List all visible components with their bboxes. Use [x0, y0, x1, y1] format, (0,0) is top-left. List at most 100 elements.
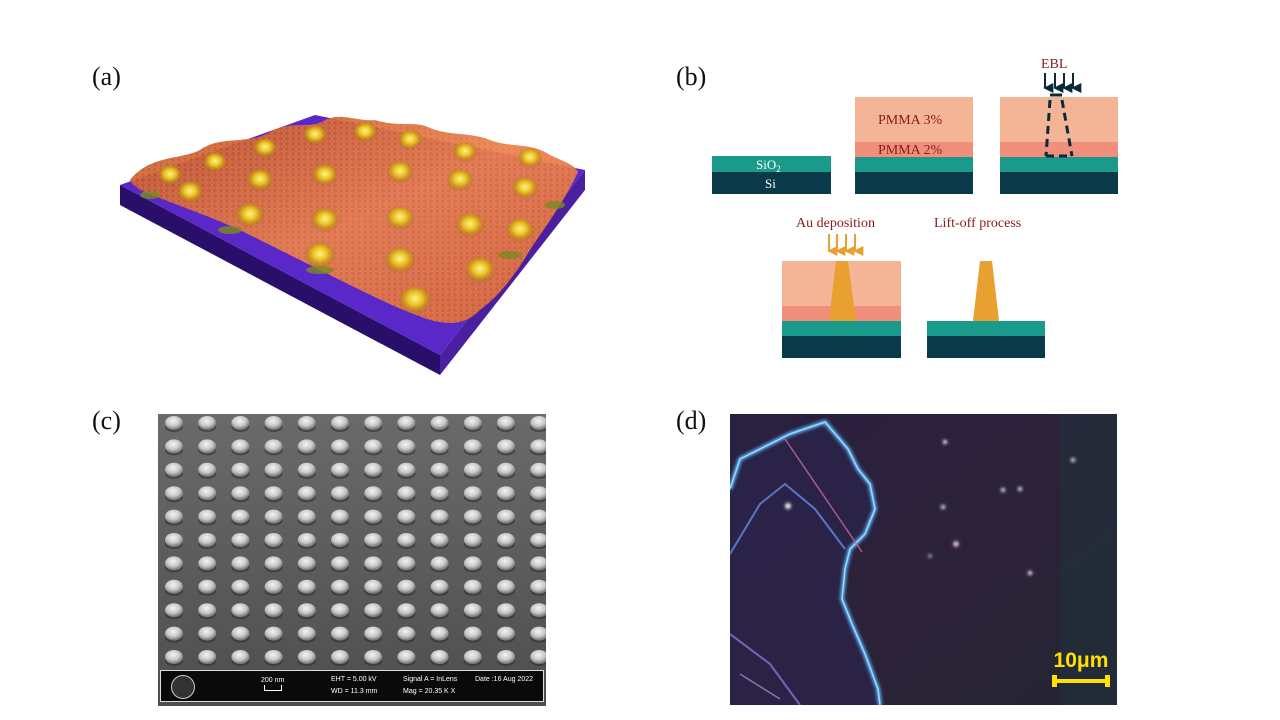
sem-pillar: [331, 486, 349, 501]
sem-pillar-array: [158, 414, 546, 706]
sem-pillar: [198, 556, 217, 571]
sem-pillar: [331, 556, 349, 571]
sem-pillar: [497, 533, 515, 547]
sem-pillar: [264, 486, 283, 501]
sem-pillar: [331, 439, 349, 454]
sem-pillar: [198, 626, 217, 641]
au-deposition-label: Au deposition: [796, 216, 875, 231]
sem-pillar: [397, 650, 416, 664]
sem-pillar: [297, 533, 316, 547]
panel-label-d: (d): [676, 406, 707, 435]
sem-pillar: [530, 509, 546, 524]
sem-signal: Signal A = InLens: [403, 676, 458, 683]
sem-pillar: [364, 579, 383, 594]
sem-pillar: [364, 509, 383, 524]
sem-pillar: [231, 533, 250, 547]
sem-pillar: [364, 416, 383, 430]
sem-pillar: [397, 439, 416, 454]
sem-scale-text: 200 nm: [261, 677, 285, 684]
sem-pillar: [264, 439, 283, 454]
sem-pillar: [165, 439, 183, 454]
sem-pillar: [430, 486, 449, 501]
sem-pillar: [497, 603, 515, 618]
optical-flake: [730, 414, 1117, 705]
sem-pillar: [165, 509, 183, 524]
sem-pillar: [530, 650, 546, 664]
sem-pillar: [264, 556, 283, 571]
sem-pillar: [231, 509, 250, 524]
sem-pillar: [297, 579, 316, 594]
sem-pillar: [397, 486, 416, 501]
sem-pillar: [264, 533, 283, 547]
sem-pillar: [397, 462, 416, 477]
sem-pillar: [463, 579, 482, 594]
sem-pillar: [231, 556, 250, 571]
sem-pillar: [430, 579, 449, 594]
sem-pillar: [497, 626, 515, 641]
sem-pillar: [264, 603, 283, 618]
sem-wd: WD = 11.3 mm: [331, 688, 378, 695]
sem-pillar: [198, 416, 217, 430]
sem-pillar: [463, 650, 482, 664]
sem-pillar: [430, 439, 449, 454]
sem-pillar: [231, 579, 250, 594]
sem-pillar: [463, 486, 482, 501]
sem-pillar: [430, 462, 449, 477]
institution-logo: [171, 675, 195, 699]
sio2-label: SiO2: [756, 157, 781, 174]
sem-pillar: [530, 626, 546, 641]
sem-pillar: [331, 533, 349, 547]
sem-scale-bar: 200 nm: [261, 677, 284, 691]
sem-pillar: [430, 509, 449, 524]
sem-info-bar: 200 nm EHT = 5.00 kV WD = 11.3 mm Signal…: [160, 670, 544, 702]
sem-pillar: [331, 579, 349, 594]
sem-pillar: [165, 626, 183, 641]
sem-pillar: [397, 603, 416, 618]
sem-pillar: [198, 533, 217, 547]
sem-pillar: [497, 509, 515, 524]
sem-pillar: [497, 579, 515, 594]
sem-image: 200 nm EHT = 5.00 kV WD = 11.3 mm Signal…: [158, 414, 546, 706]
sem-pillar: [297, 509, 316, 524]
sem-eht: EHT = 5.00 kV: [331, 676, 377, 683]
liftoff-label: Lift-off process: [934, 216, 1021, 231]
sem-pillar: [231, 603, 250, 618]
sem-pillar: [198, 579, 217, 594]
sem-pillar: [331, 650, 349, 664]
sem-pillar: [397, 556, 416, 571]
sem-pillar: [530, 462, 546, 477]
sem-pillar: [497, 556, 515, 571]
graphene-illustration: [120, 115, 585, 375]
sem-pillar: [364, 603, 383, 618]
sem-pillar: [264, 579, 283, 594]
sem-pillar: [364, 556, 383, 571]
sem-pillar: [463, 416, 482, 430]
sem-pillar: [463, 626, 482, 641]
sem-pillar: [264, 509, 283, 524]
sem-pillar: [463, 533, 482, 547]
sem-pillar: [364, 486, 383, 501]
ebl-label: EBL: [1041, 57, 1067, 72]
sem-pillar: [497, 439, 515, 454]
sem-pillar: [297, 416, 316, 430]
step-substrate: SiO2 Si: [712, 156, 831, 194]
sem-pillar: [165, 533, 183, 547]
sem-pillar: [364, 462, 383, 477]
sem-pillar: [430, 603, 449, 618]
gold-nanopillars: [158, 122, 542, 314]
sem-pillar: [198, 486, 217, 501]
step-au-deposition: Au deposition: [782, 216, 901, 358]
sem-pillar: [530, 439, 546, 454]
sem-pillar: [430, 626, 449, 641]
sem-pillar: [430, 650, 449, 664]
sem-pillar: [530, 556, 546, 571]
sem-pillar: [430, 533, 449, 547]
sem-pillar: [430, 556, 449, 571]
optical-scale-text: 10μm: [1053, 649, 1109, 672]
sem-pillar: [364, 439, 383, 454]
sem-pillar: [297, 486, 316, 501]
sem-pillar: [463, 439, 482, 454]
sem-pillar: [331, 509, 349, 524]
pmma3-label: PMMA 3%: [878, 113, 943, 128]
sem-pillar: [231, 462, 250, 477]
